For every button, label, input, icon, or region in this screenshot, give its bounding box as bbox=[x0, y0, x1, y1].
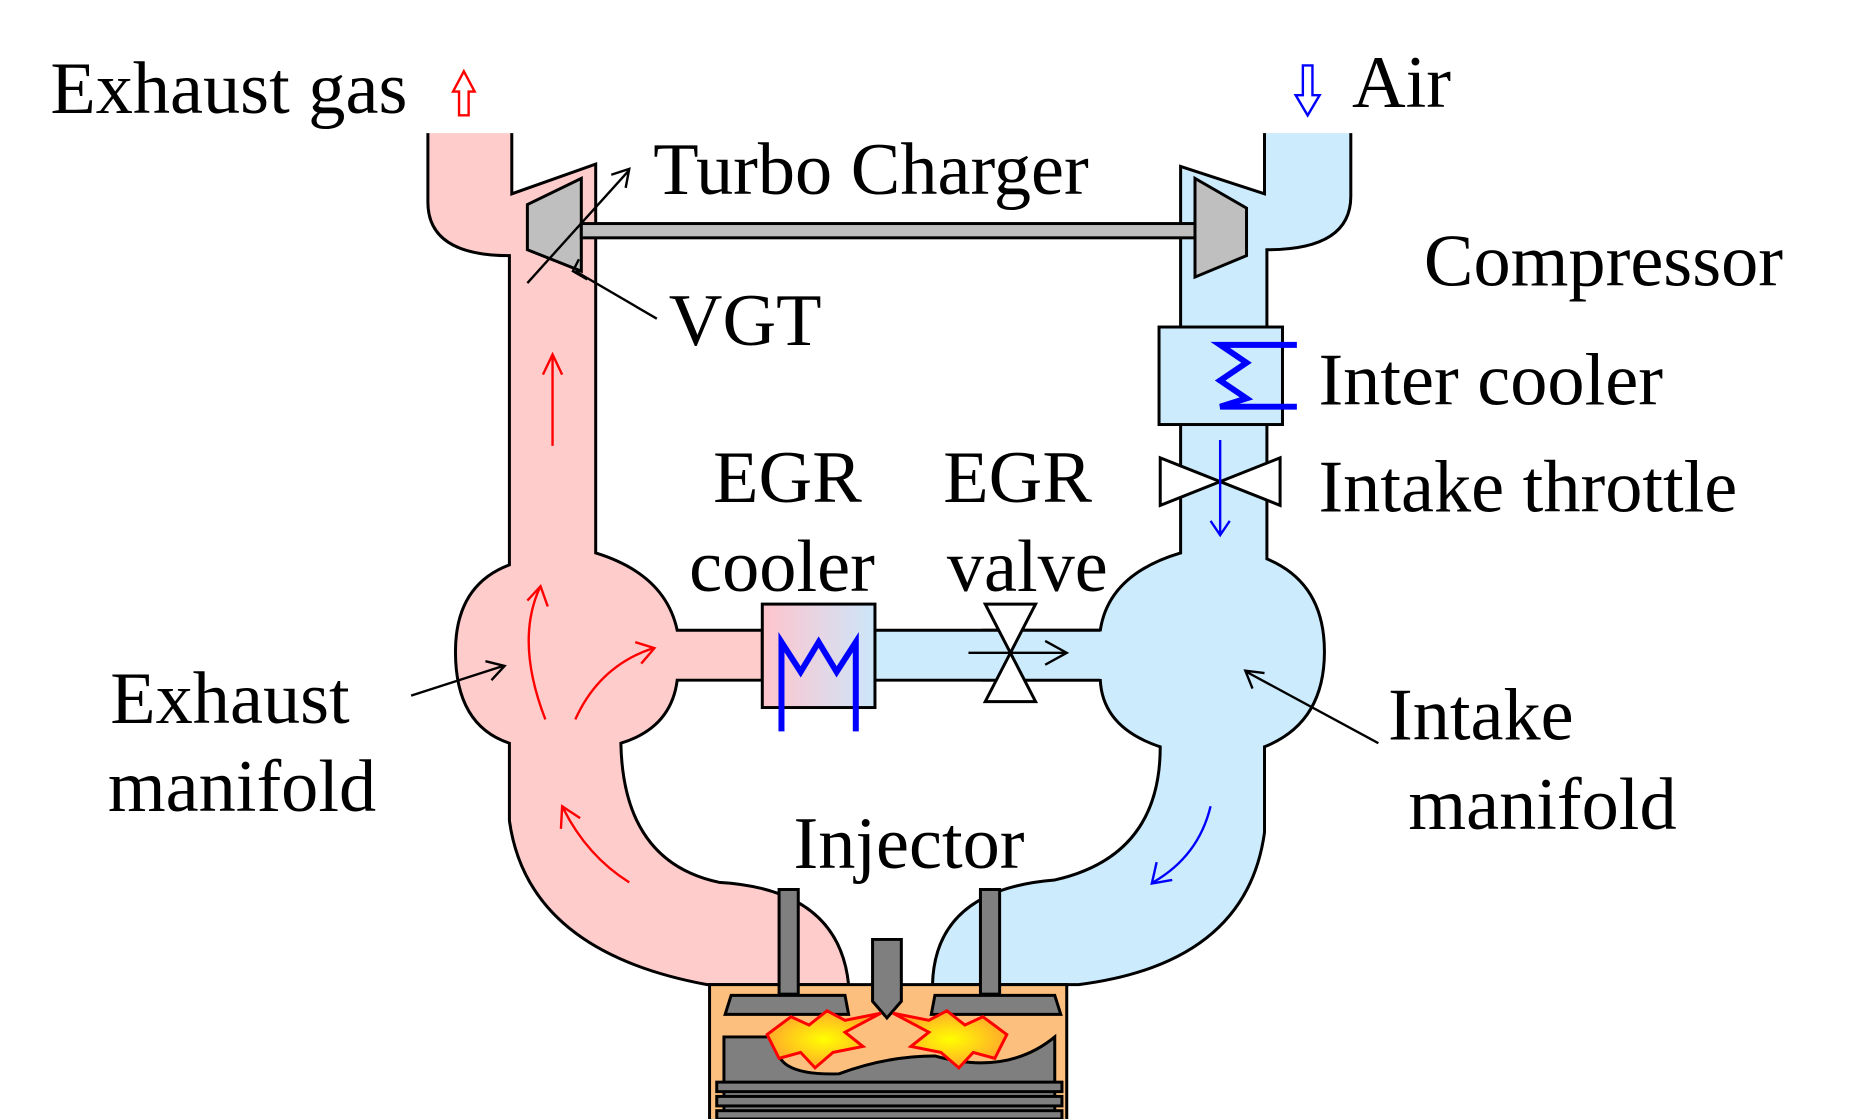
label-egr-cooler-line1: EGR bbox=[713, 437, 862, 519]
label-exhaust-manifold-line1: Exhaust bbox=[110, 658, 350, 740]
exhaust-flow-arrows bbox=[451, 68, 657, 884]
compressor-wheel bbox=[1193, 175, 1249, 280]
engine-cylinder bbox=[708, 888, 1069, 1119]
air-in-arrow-icon bbox=[1293, 64, 1322, 118]
label-intake-throttle: Intake throttle bbox=[1318, 447, 1737, 529]
injector bbox=[871, 937, 903, 1021]
label-vgt: VGT bbox=[669, 280, 822, 362]
inter-cooler-coil bbox=[1210, 341, 1297, 410]
egr-cooler-coil bbox=[778, 631, 859, 732]
inter-cooler bbox=[1157, 325, 1284, 427]
leader-lines bbox=[410, 167, 1379, 745]
intake-flow-arrows bbox=[1150, 64, 1322, 886]
turbine-vgt bbox=[525, 175, 583, 274]
label-air: Air bbox=[1352, 42, 1451, 124]
label-exhaust-gas: Exhaust gas bbox=[50, 48, 407, 130]
turbo-shaft bbox=[579, 222, 1197, 240]
label-egr-valve-line2: valve bbox=[947, 526, 1108, 608]
label-exhaust-manifold-line2: manifold bbox=[108, 746, 376, 828]
label-intake-manifold-line1: Intake bbox=[1388, 675, 1574, 757]
label-intake-manifold-line2: manifold bbox=[1408, 764, 1676, 846]
label-egr-valve-line1: EGR bbox=[943, 437, 1092, 519]
label-inter-cooler: Inter cooler bbox=[1318, 340, 1663, 422]
label-egr-cooler-line2: cooler bbox=[689, 526, 875, 608]
label-compressor: Compressor bbox=[1424, 221, 1783, 303]
label-injector: Injector bbox=[793, 803, 1024, 885]
exhaust-out-arrow-icon bbox=[451, 68, 477, 117]
label-turbo-charger: Turbo Charger bbox=[653, 129, 1089, 211]
combustion-flame bbox=[765, 1009, 882, 1070]
